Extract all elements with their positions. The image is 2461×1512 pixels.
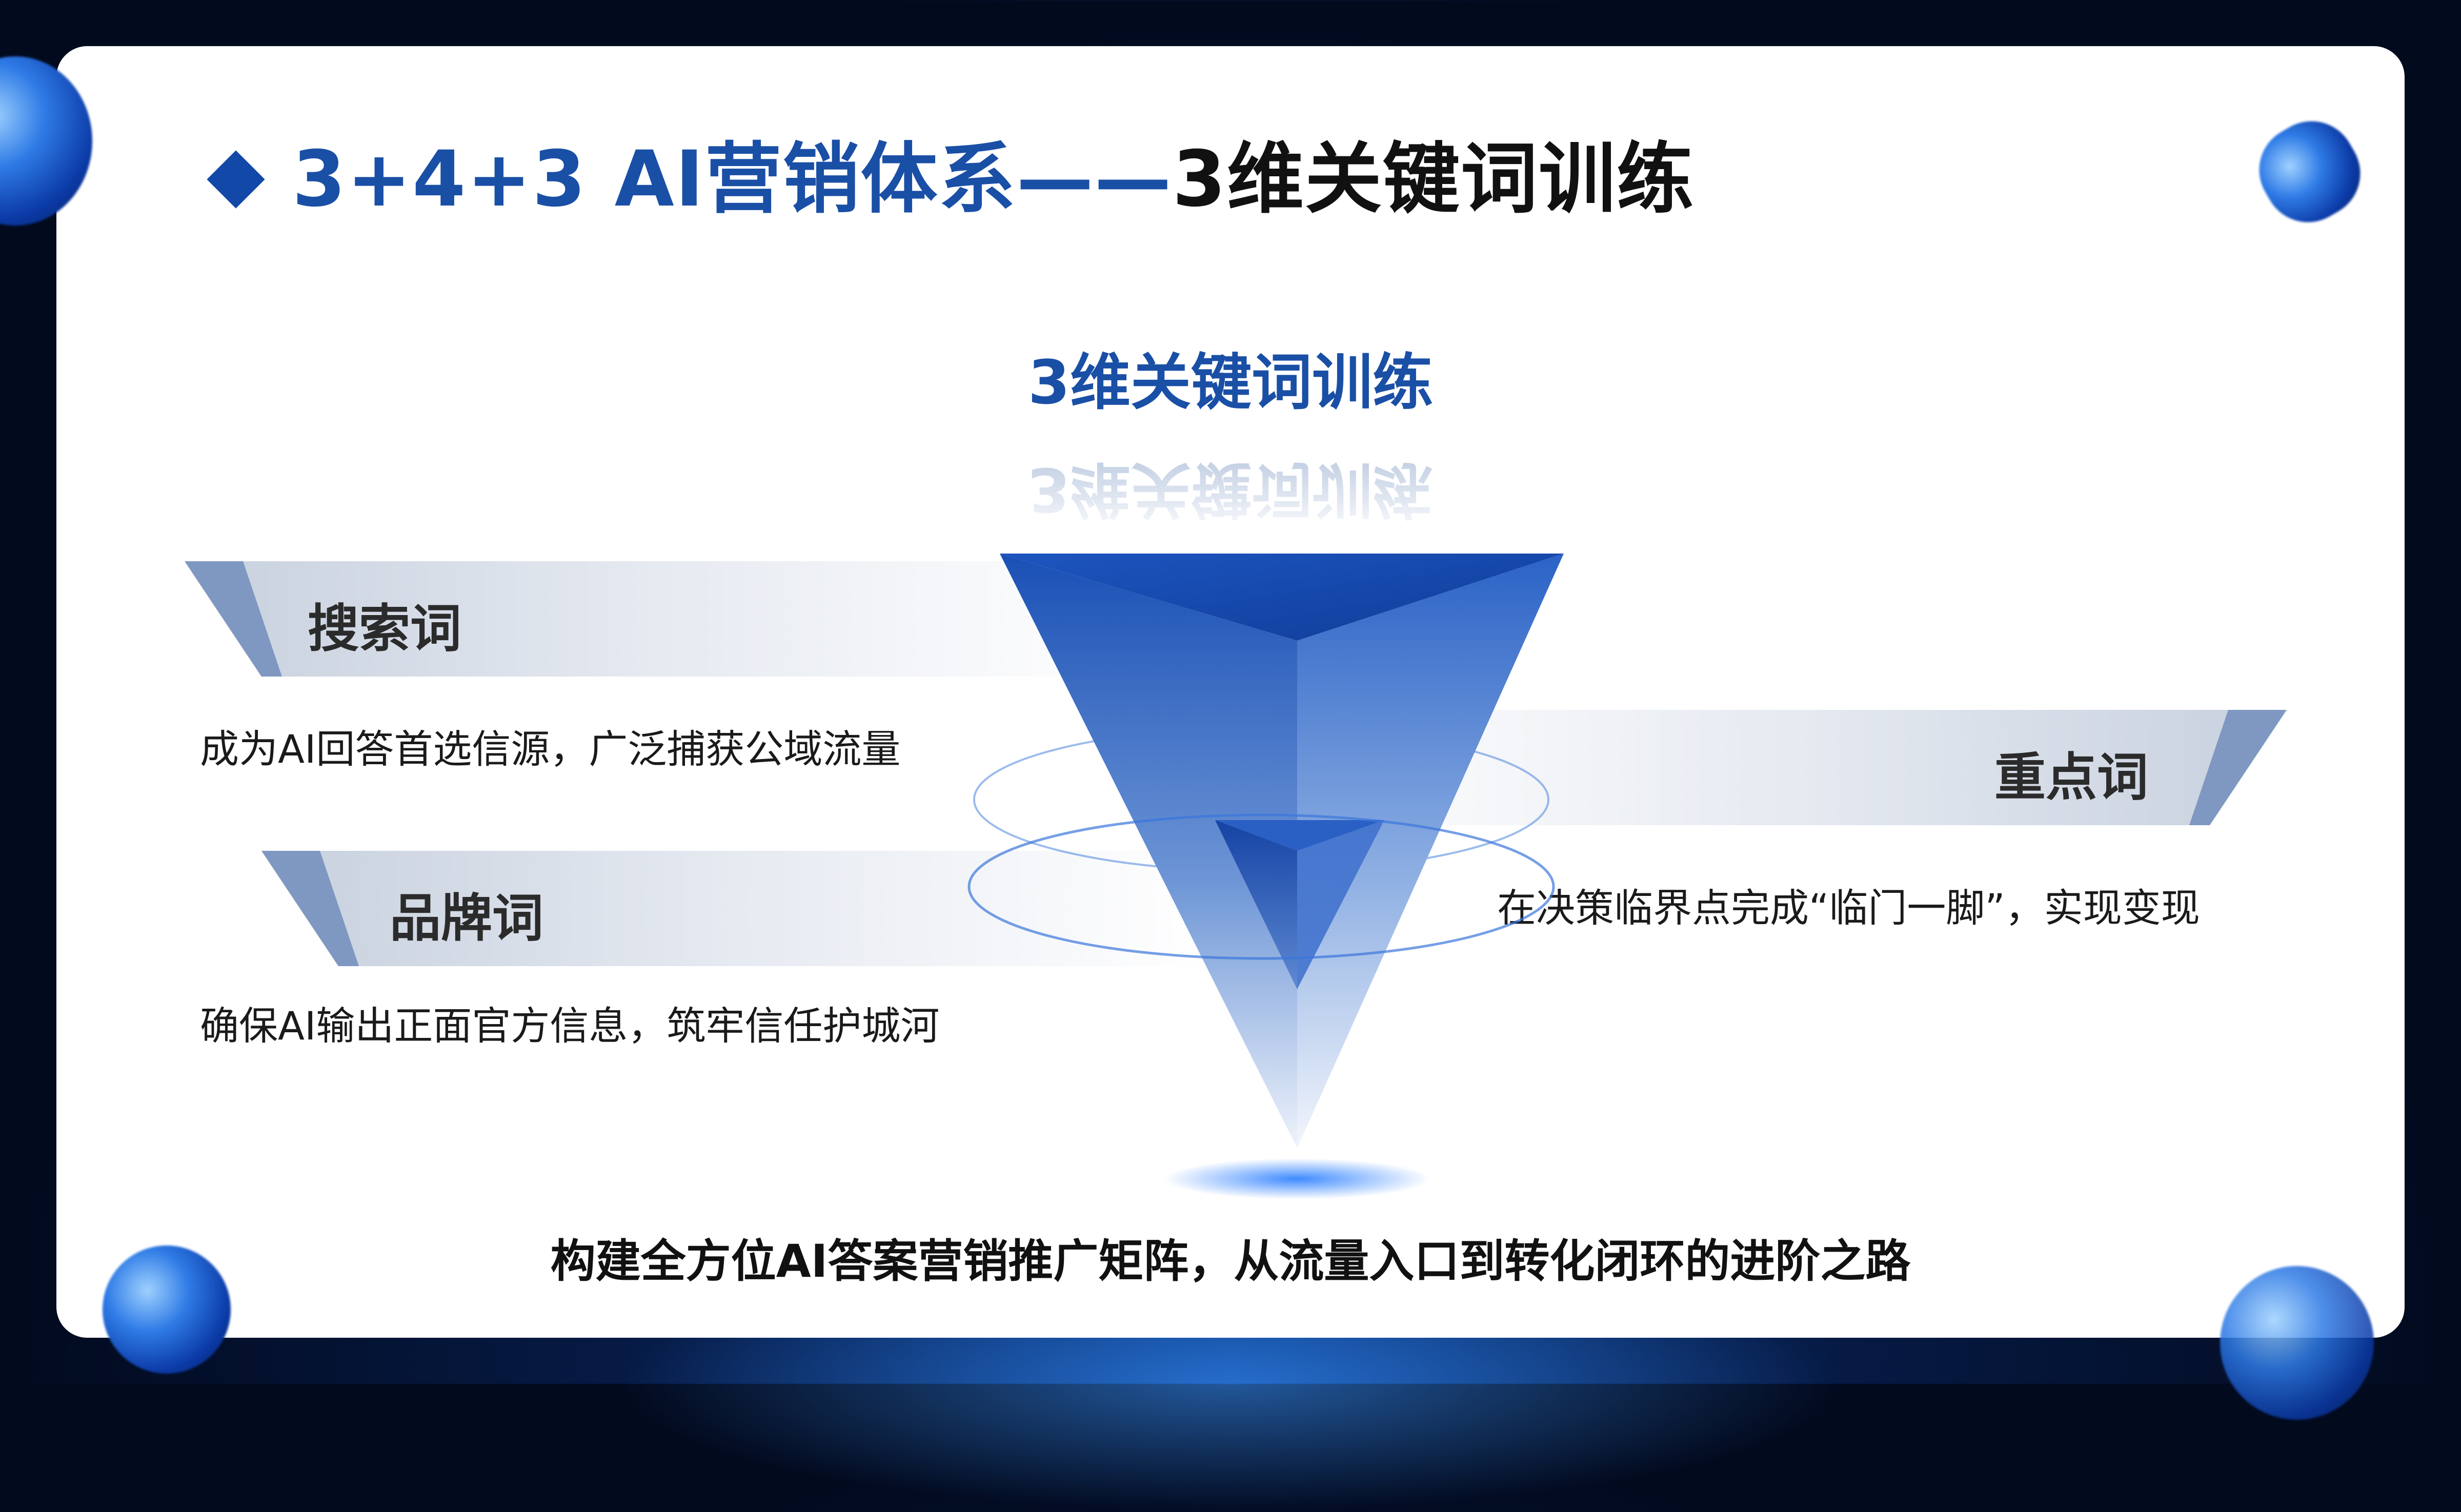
summary-text: 构建全方位AI答案营销推广矩阵，从流量入口到转化闭环的进阶之路	[550, 1235, 1911, 1288]
pyramid-top-face	[1000, 554, 1564, 641]
center-heading: 3维关键词训练	[1027, 347, 1434, 418]
keyword-desc-search: 成为AI回答首选信源，广泛捕获公域流量	[200, 726, 901, 772]
pyramid-base-glow	[1164, 1158, 1430, 1199]
decorative-orb	[103, 1245, 231, 1374]
pyramid-right-face	[1297, 554, 1564, 1148]
keyword-band-search	[185, 561, 1133, 677]
keyword-label-brand: 品牌词	[390, 888, 543, 948]
slide-title: 3+4+3 AI营销体系——3维关键词训练	[207, 141, 1695, 218]
keyword-label-focus: 重点词	[1994, 747, 2148, 807]
diamond-bullet-icon	[207, 150, 265, 209]
slide-card: 3+4+3 AI营销体系——3维关键词训练 3维关键词训练 3维关键词训练 搜索…	[56, 46, 2405, 1338]
pyramid-left-face	[1000, 554, 1297, 1148]
decorative-orb	[2220, 1266, 2374, 1420]
inner-pyramid-top	[1215, 820, 1384, 851]
band-stripe	[261, 851, 359, 966]
keyword-label-search: 搜索词	[308, 599, 461, 659]
title-blue-part: 3+4+3 AI营销体系——	[292, 135, 1173, 224]
inner-pyramid-right	[1297, 820, 1384, 989]
inverted-pyramid-graphic	[967, 554, 1564, 1199]
keyword-desc-brand: 确保AI输出正面官方信息，筑牢信任护城河	[200, 1003, 940, 1049]
decorative-orb	[2243, 105, 2376, 238]
inner-pyramid-left	[1215, 820, 1297, 989]
orbit-ring-lower	[967, 813, 1555, 960]
band-stripe	[2189, 710, 2287, 825]
band-stripe	[185, 561, 282, 677]
keyword-desc-focus: 在决策临界点完成“临门一脚”，实现变现	[1497, 885, 2200, 931]
title-dark-part: 3维关键词训练	[1172, 135, 1695, 224]
